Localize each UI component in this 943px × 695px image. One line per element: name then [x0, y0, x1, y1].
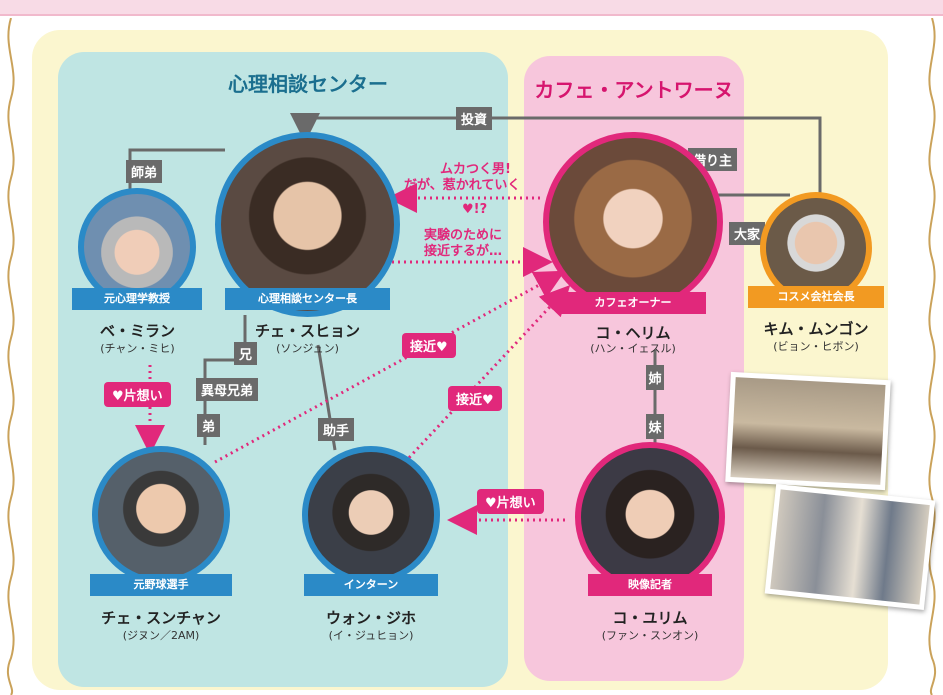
line-jiho-approach — [403, 285, 571, 464]
label-unrequited-miran: ♥片想い — [104, 382, 171, 407]
line-sunchan-approach — [214, 270, 566, 464]
text-experiment-line1: 実験のために — [424, 228, 503, 243]
group-title-counseling-center: 心理相談センター — [228, 72, 388, 96]
name-ko-herim: コ・ヘリム — [595, 324, 671, 342]
scene-photo-cafe-dinner — [725, 371, 891, 491]
actor-chae-sunchan: (ジヌン／2AM) — [122, 629, 200, 642]
text-annoying-line3: ♥!? — [462, 202, 488, 217]
portrait-won-jiho — [302, 446, 440, 584]
line-half-brothers — [203, 315, 247, 445]
label-approach-sunchan: 接近♥ — [402, 333, 456, 358]
name-kim-mungon: キム・ムンゴン — [763, 320, 869, 338]
actor-ko-yurim: (ファン・スンオン) — [601, 629, 699, 642]
name-be-miran: ベ・ミラン — [99, 322, 175, 340]
actor-ko-herim: (ハン・イェスル) — [590, 342, 676, 355]
label-landlord: 大家 — [729, 222, 766, 245]
text-annoying-line1: ムカつく男! — [440, 162, 511, 177]
name-chae-suhyon: チェ・スヒョン — [254, 322, 360, 340]
line-investment — [290, 113, 822, 195]
text-annoying-line2: だが、惹かれていく — [404, 178, 521, 193]
name-chae-sunchan: チェ・スンチャン — [101, 609, 221, 627]
role-kim-mungon: コスメ会社会長 — [748, 286, 884, 308]
role-be-miran: 元心理学教授 — [72, 288, 202, 310]
right-ornament-border — [928, 18, 937, 695]
name-ko-yurim: コ・ユリム — [612, 609, 688, 627]
role-chae-suhyon: 心理相談センター長 — [225, 288, 390, 310]
top-decorative-band — [0, 0, 943, 16]
left-ornament-border — [6, 18, 15, 695]
label-unrequited-yurim: ♥片想い — [477, 489, 544, 514]
label-disciple: 師弟 — [126, 160, 163, 183]
actor-won-jiho: (イ・ジュヒョン) — [328, 629, 414, 642]
portrait-chae-sunchan — [92, 446, 230, 584]
actor-kim-mungon: (ビョン・ヒボン) — [773, 340, 859, 353]
actor-be-miran: (チャン・ミヒ) — [100, 342, 175, 355]
role-chae-sunchan: 元野球選手 — [90, 574, 232, 596]
scene-photo-cafe-interior — [764, 483, 936, 611]
label-approach-jiho: 接近♥ — [448, 386, 502, 411]
label-younger-brother: 弟 — [197, 414, 221, 437]
label-half-brothers: 異母兄弟 — [196, 378, 259, 401]
group-title-cafe: カフェ・アントワーヌ — [534, 78, 734, 102]
role-ko-herim: カフェオーナー — [560, 292, 706, 314]
text-experiment-line2: 接近するが… — [424, 244, 503, 259]
portrait-ko-yurim — [575, 442, 725, 592]
role-ko-yurim: 映像記者 — [588, 574, 712, 596]
label-younger-sister: 妹 — [646, 414, 664, 439]
label-assistant: 助手 — [318, 418, 355, 441]
portrait-ko-herim — [543, 132, 723, 312]
actor-chae-suhyon: (ソンジュン) — [276, 342, 339, 355]
portrait-chae-suhyon — [215, 132, 400, 317]
name-won-jiho: ウォン・ジホ — [325, 609, 416, 627]
role-won-jiho: インターン — [304, 574, 438, 596]
label-older-brother: 兄 — [234, 342, 258, 365]
label-investment: 投資 — [456, 107, 493, 130]
label-older-sister: 姉 — [646, 365, 664, 390]
